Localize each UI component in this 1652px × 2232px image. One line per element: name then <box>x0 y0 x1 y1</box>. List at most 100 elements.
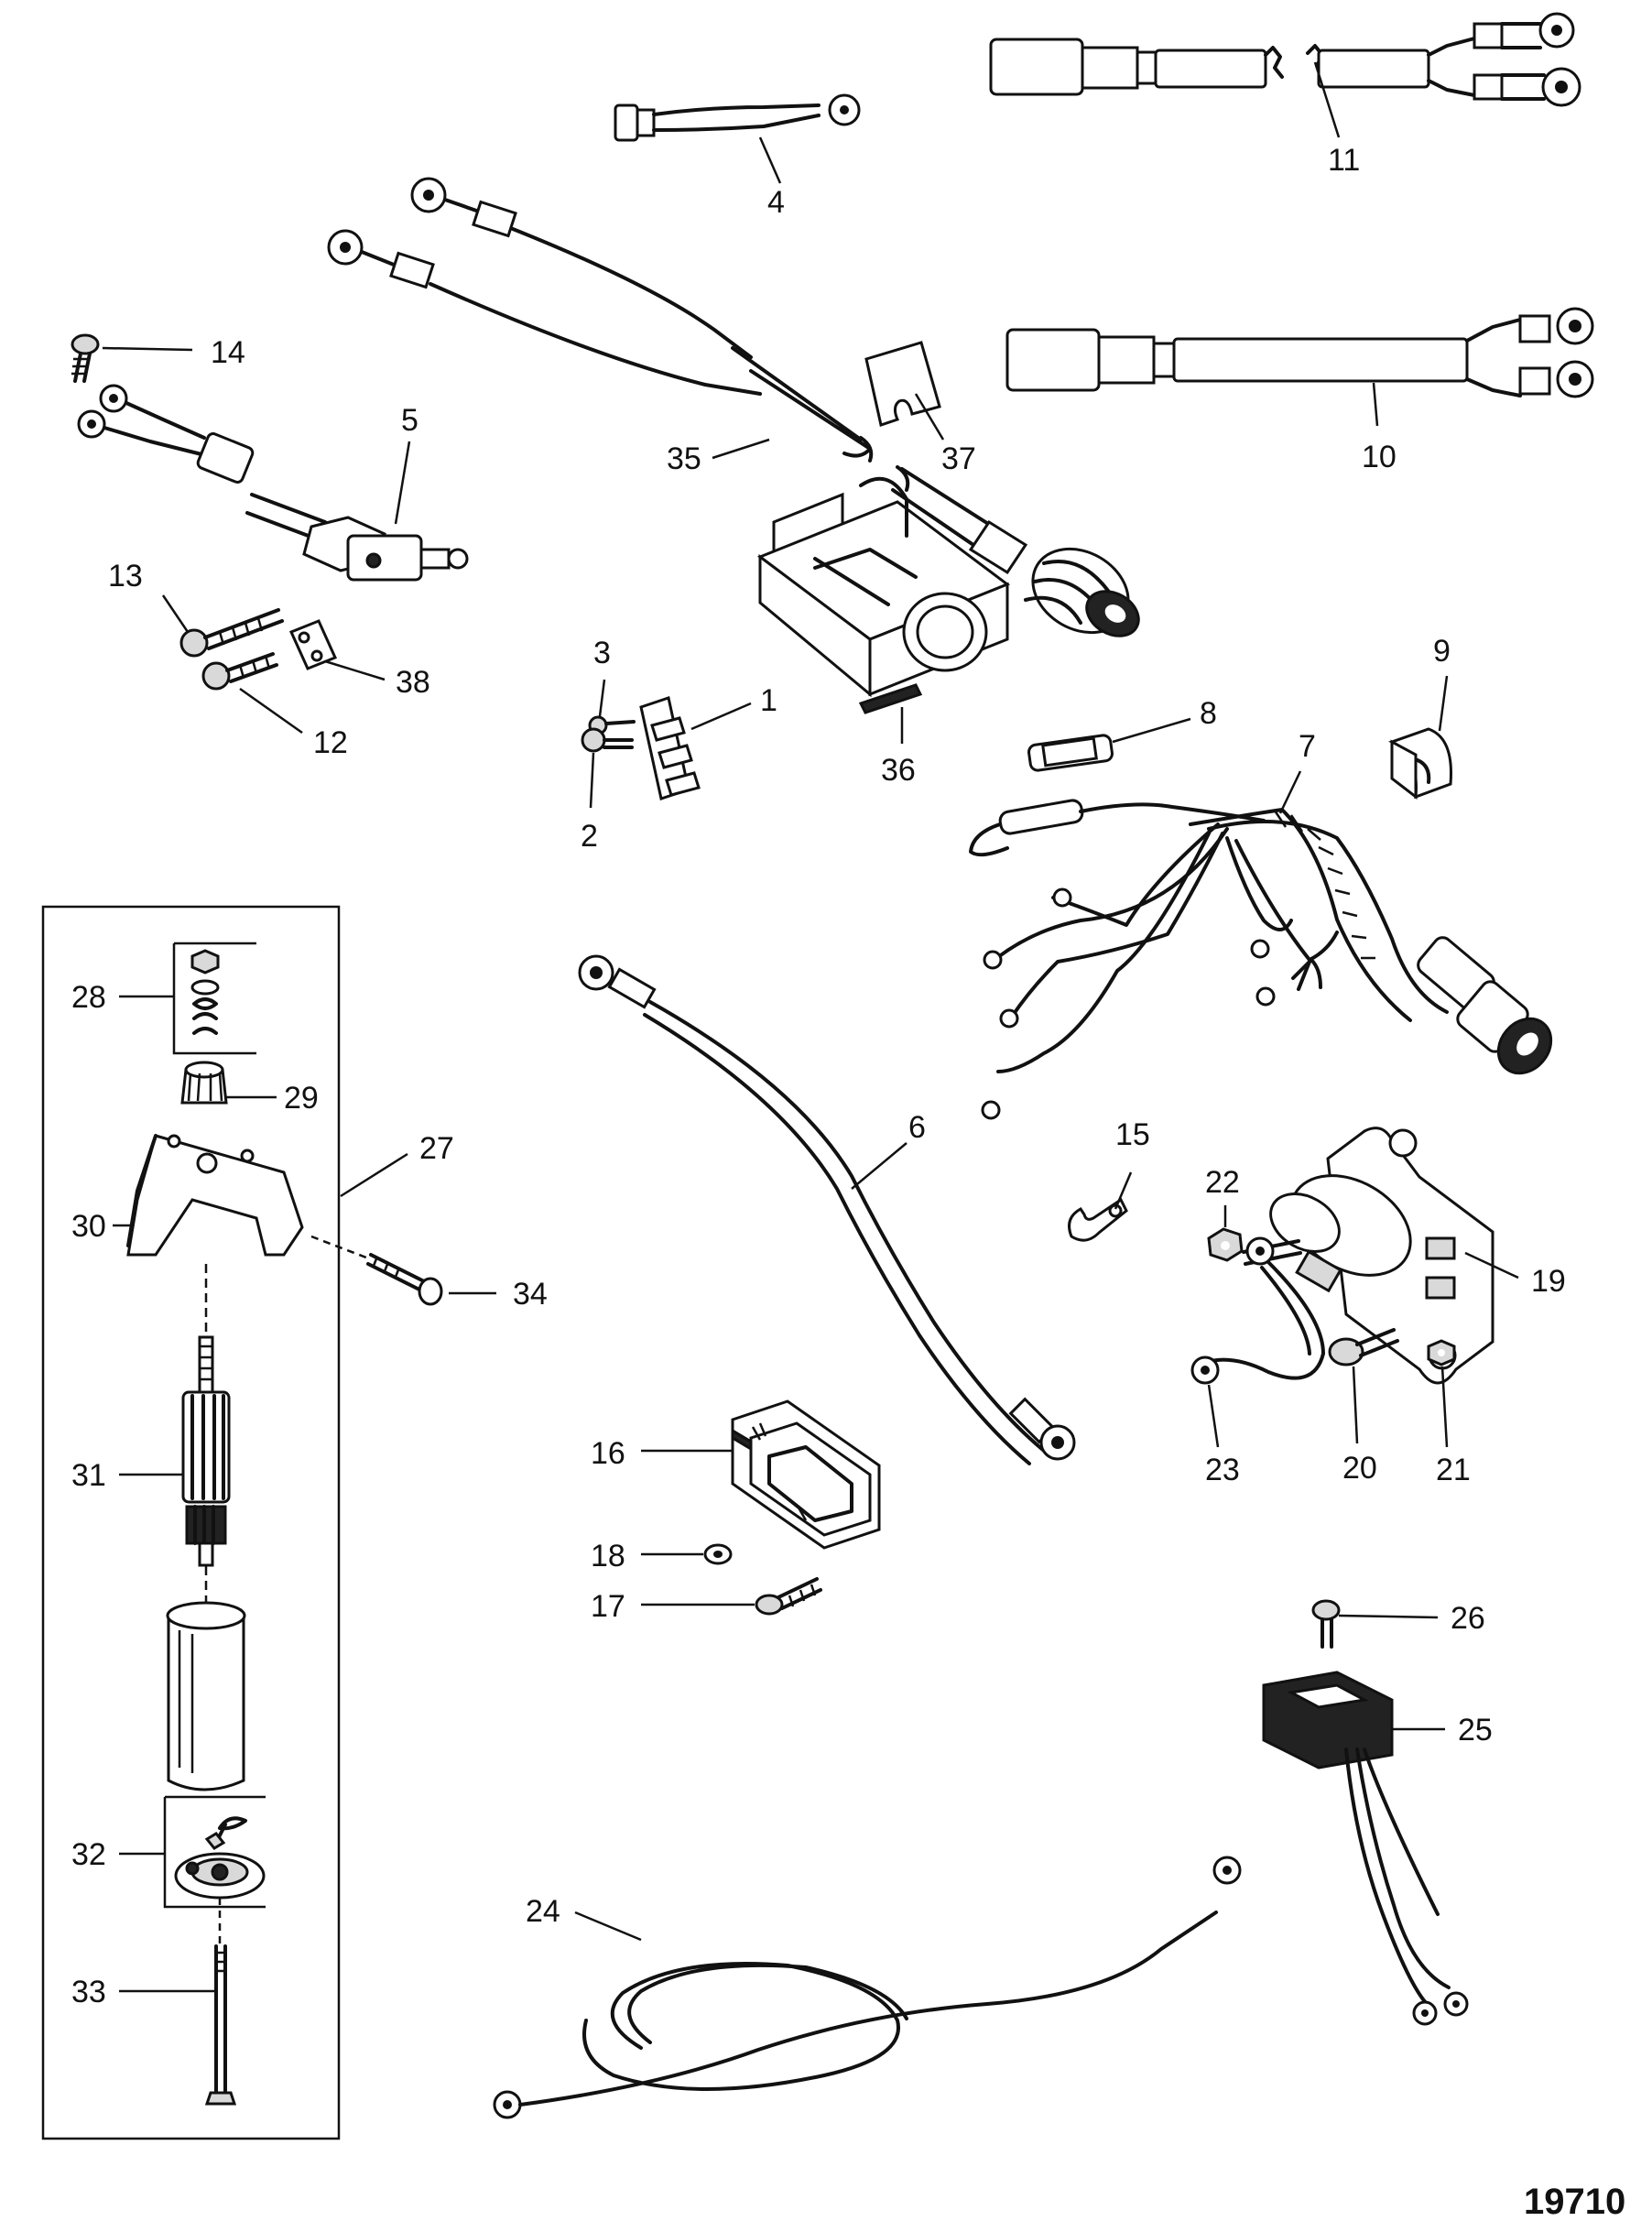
callout-21: 21 <box>1436 1453 1471 1487</box>
small-lead-wire <box>614 93 861 142</box>
callout-23: 23 <box>1205 1453 1240 1487</box>
callout-18: 18 <box>591 1539 625 1573</box>
leader-13 <box>161 594 190 633</box>
callout-33: 33 <box>71 1975 106 2009</box>
leader-12 <box>239 687 303 735</box>
bolt-34 <box>310 1235 443 1306</box>
battery-cable-short <box>989 12 1581 107</box>
leader-3 <box>598 679 606 717</box>
leader-10 <box>1372 382 1379 427</box>
callout-9: 9 <box>1433 634 1451 669</box>
through-bolt-33 <box>204 1898 237 2106</box>
nut-22 <box>1207 1227 1244 1262</box>
callout-16: 16 <box>591 1436 625 1471</box>
harness-connector <box>1417 936 1553 1075</box>
callout-15: 15 <box>1115 1117 1150 1152</box>
leader-2 <box>589 752 595 809</box>
rectifier <box>731 1399 881 1550</box>
leader-21 <box>1440 1366 1449 1448</box>
leader-7 <box>1278 770 1302 814</box>
harness-switch-25 <box>1262 1671 1469 2026</box>
washer-18 <box>703 1543 733 1565</box>
callout-4: 4 <box>767 185 785 220</box>
callout-3: 3 <box>593 636 611 670</box>
armature-31 <box>181 1264 231 1567</box>
leader-38 <box>324 659 386 681</box>
callout-30: 30 <box>71 1209 106 1244</box>
starter-solenoid <box>1242 1127 1494 1385</box>
callout-27: 27 <box>419 1131 454 1166</box>
callout-10: 10 <box>1362 440 1397 474</box>
callout-6: 6 <box>908 1110 926 1145</box>
cable-clamp <box>1068 1197 1128 1242</box>
callout-35: 35 <box>667 441 701 476</box>
callout-2: 2 <box>581 819 598 854</box>
callout-19: 19 <box>1531 1264 1566 1299</box>
harness-plug <box>1024 547 1140 637</box>
callout-25: 25 <box>1458 1713 1493 1747</box>
callout-38: 38 <box>396 665 430 700</box>
callout-31: 31 <box>71 1458 106 1493</box>
screw-14 <box>71 333 100 383</box>
callout-29: 29 <box>284 1081 319 1116</box>
solenoid-lead-23 <box>1190 1236 1325 1385</box>
callout-7: 7 <box>1299 729 1316 764</box>
callout-26: 26 <box>1451 1601 1485 1636</box>
callout-37: 37 <box>941 441 976 476</box>
retainer-plate-38 <box>288 619 338 670</box>
callout-36: 36 <box>881 753 916 788</box>
neutral-switch <box>77 384 469 582</box>
leader-1 <box>690 702 752 731</box>
leader-35 <box>712 438 770 460</box>
screw-2 <box>581 727 634 753</box>
callout-14: 14 <box>211 335 245 370</box>
battery-cable-long <box>1005 307 1594 398</box>
leader-11 <box>1313 61 1341 138</box>
bolt-20 <box>1328 1328 1399 1366</box>
drive-kit-28 <box>172 942 256 1055</box>
commutator-end-32 <box>163 1795 266 1909</box>
leader-37 <box>914 393 945 441</box>
callout-1: 1 <box>760 683 777 718</box>
callout-28: 28 <box>71 980 106 1015</box>
ground-cable <box>578 954 1076 1465</box>
callout-24: 24 <box>526 1894 560 1929</box>
callout-5: 5 <box>401 403 418 438</box>
pinion-29 <box>180 1061 228 1105</box>
starter-frame-tube <box>166 1566 246 1791</box>
leader-14 <box>102 346 193 352</box>
twin-cable-harness <box>327 177 1140 637</box>
leader-20 <box>1352 1366 1359 1444</box>
screw-12 <box>201 652 278 691</box>
leader-9 <box>1438 675 1449 732</box>
wiring-harness <box>969 799 1553 1120</box>
callout-34: 34 <box>513 1277 548 1312</box>
mounting-bracket <box>756 476 1011 714</box>
screw-13 <box>179 608 284 658</box>
callout-32: 32 <box>71 1837 106 1872</box>
leader-6 <box>851 1142 908 1190</box>
leader-26 <box>1338 1614 1439 1619</box>
callout-8: 8 <box>1200 696 1217 731</box>
callout-20: 20 <box>1342 1451 1377 1486</box>
end-frame-30 <box>126 1134 304 1257</box>
terminal-block <box>639 696 701 800</box>
callout-12: 12 <box>313 725 348 760</box>
fuse <box>1027 734 1114 772</box>
leader-23 <box>1207 1384 1220 1448</box>
screw-26 <box>1311 1599 1341 1649</box>
callout-17: 17 <box>591 1589 625 1624</box>
leader-5 <box>394 441 411 525</box>
leader-19 <box>1464 1251 1519 1279</box>
callout-11: 11 <box>1328 143 1360 178</box>
callout-22: 22 <box>1205 1165 1240 1200</box>
starter-group-frame <box>41 905 341 2140</box>
screw-17 <box>755 1577 822 1616</box>
cable-clip <box>864 341 941 427</box>
cable-clip-9 <box>1388 727 1452 800</box>
nut-21 <box>1427 1339 1456 1366</box>
long-lead-wire <box>493 1856 1242 2119</box>
leader-24 <box>574 1911 642 1942</box>
leader-8 <box>1112 717 1191 744</box>
